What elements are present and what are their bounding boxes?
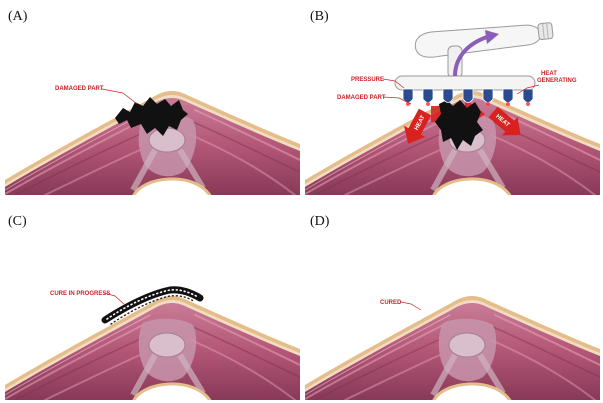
- panel-b: HEAT HEAT: [305, 19, 600, 197]
- heat-spot: [526, 102, 530, 106]
- panel-c: CURE IN PROGRESS: [5, 290, 300, 402]
- damaged-part-label: DAMAGED PART: [55, 86, 104, 92]
- heat-spot: [486, 102, 490, 106]
- panel-a: DAMAGED PART: [5, 86, 300, 197]
- heat-spot: [426, 102, 430, 106]
- cure-in-progress-label: CURE IN PROGRESS: [50, 291, 110, 297]
- knee-anatomy: [305, 296, 600, 402]
- heat-generating-label: HEAT: [541, 71, 557, 77]
- electrode: [423, 89, 433, 103]
- handpiece-tube: [538, 22, 554, 39]
- leader-line: [401, 302, 421, 310]
- handpiece-device: [395, 19, 554, 90]
- electrode: [463, 89, 473, 103]
- pressure-label: PRESSURE: [351, 77, 384, 83]
- electrode: [483, 89, 493, 103]
- heat-spot: [506, 102, 510, 106]
- electrode: [503, 89, 513, 103]
- handpiece-plate: [395, 76, 535, 90]
- heat-generating-label: GENERATING: [537, 78, 577, 84]
- panel-d: CURED: [305, 296, 600, 402]
- leader-line: [102, 89, 137, 104]
- knee-anatomy: [5, 296, 300, 402]
- electrode: [523, 89, 533, 103]
- electrode: [443, 89, 453, 103]
- panel-label-b: (B): [310, 9, 329, 24]
- panel-label-a: (A): [8, 9, 28, 24]
- damaged-part-label: DAMAGED PART: [337, 95, 386, 101]
- panel-label-d: (D): [310, 214, 330, 229]
- panel-label-c: (C): [8, 214, 27, 229]
- cured-label: CURED: [380, 300, 402, 306]
